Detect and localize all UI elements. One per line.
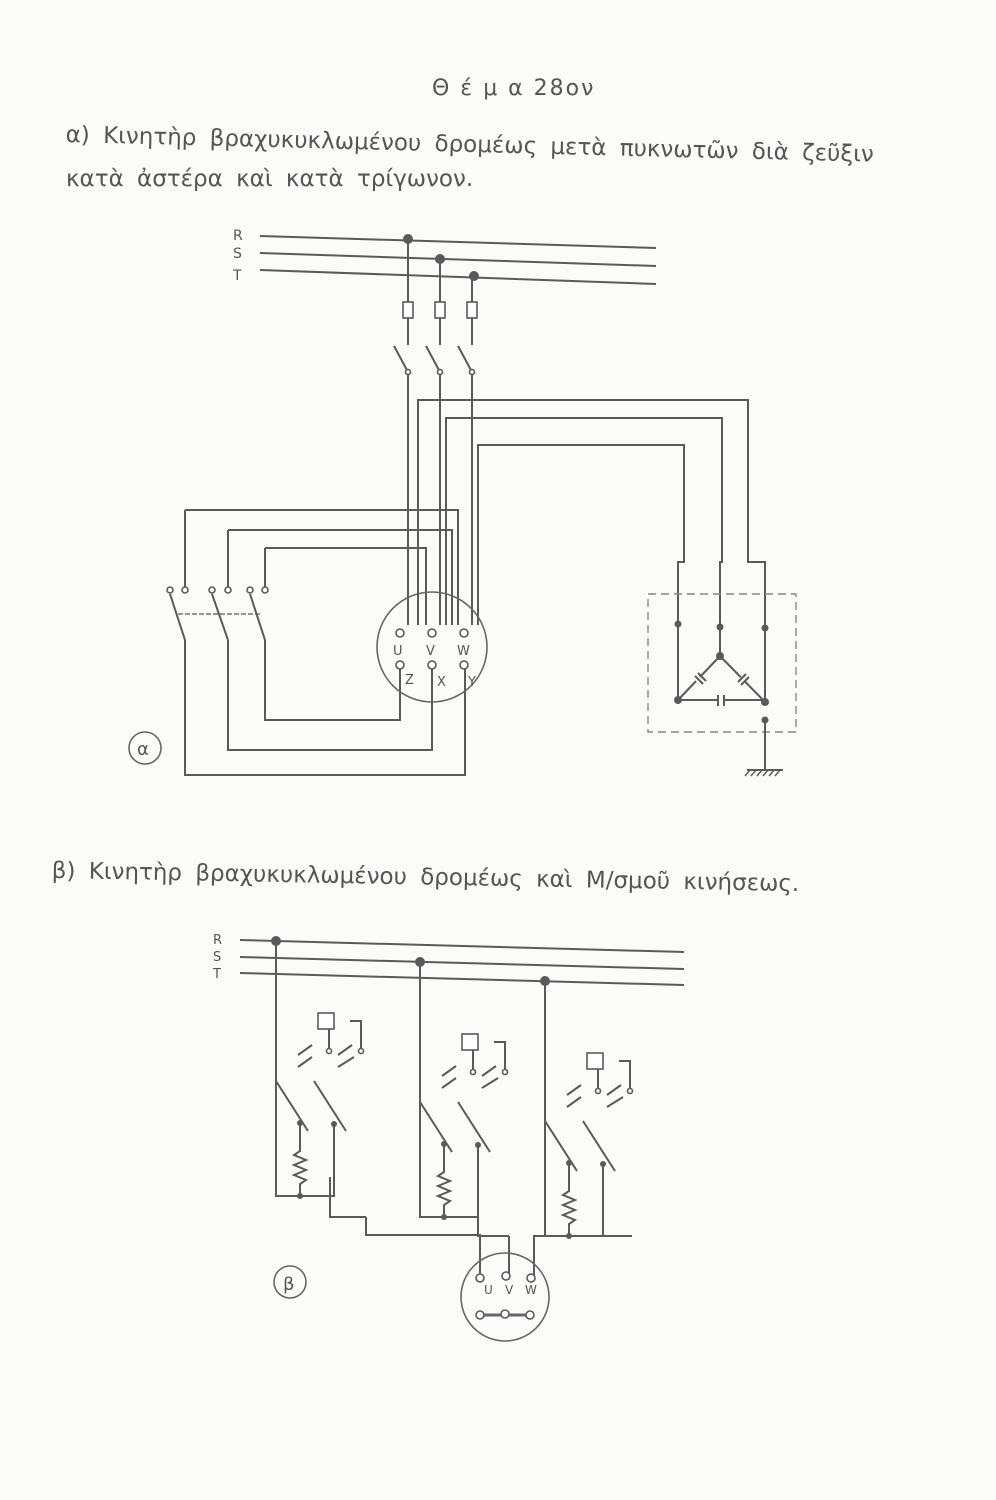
terminal-u: U [393,644,403,659]
diagram-a-marker: α [137,739,149,760]
terminal-v-b: V [505,1283,514,1297]
terminal-x: X [437,675,446,690]
ground-icon [744,769,781,777]
phase-label-s: S [233,246,242,262]
bus-lines [259,235,657,285]
star-delta-switch [166,509,466,776]
fuses [402,239,478,345]
phase-label-t-b: T [212,967,221,982]
diagram-b-marker: β [283,1274,295,1295]
starter-unit-1 [275,940,365,1200]
terminal-w-b: W [525,1283,537,1297]
phase-label-s-b: S [213,950,221,965]
wiring-to-capacitors [417,399,766,625]
phase-label-t: T [232,268,242,284]
terminal-w: W [457,644,470,659]
motor-feeds [329,1177,632,1275]
phase-label-r-b: R [213,933,222,948]
page-title: Θ έ μ α 28ον [432,76,596,101]
diagram-a: R S T [128,228,797,777]
main-switch [393,345,476,625]
motor-a: U V W Z X Y [376,591,488,703]
bus-lines-b [239,939,685,986]
diagram-b: R S T U V W [212,933,685,1342]
part-a-heading-line2: κατὰ ἀστέρα καὶ κατὰ τρίγωνον. [66,166,474,192]
phase-label-r: R [233,228,243,244]
terminal-v: V [426,644,435,659]
terminal-z: Z [405,673,414,688]
motor-b: U V W [460,1252,550,1342]
capacitor-bank [647,593,797,777]
terminal-u-b: U [484,1283,493,1297]
terminal-y: Y [467,675,476,690]
